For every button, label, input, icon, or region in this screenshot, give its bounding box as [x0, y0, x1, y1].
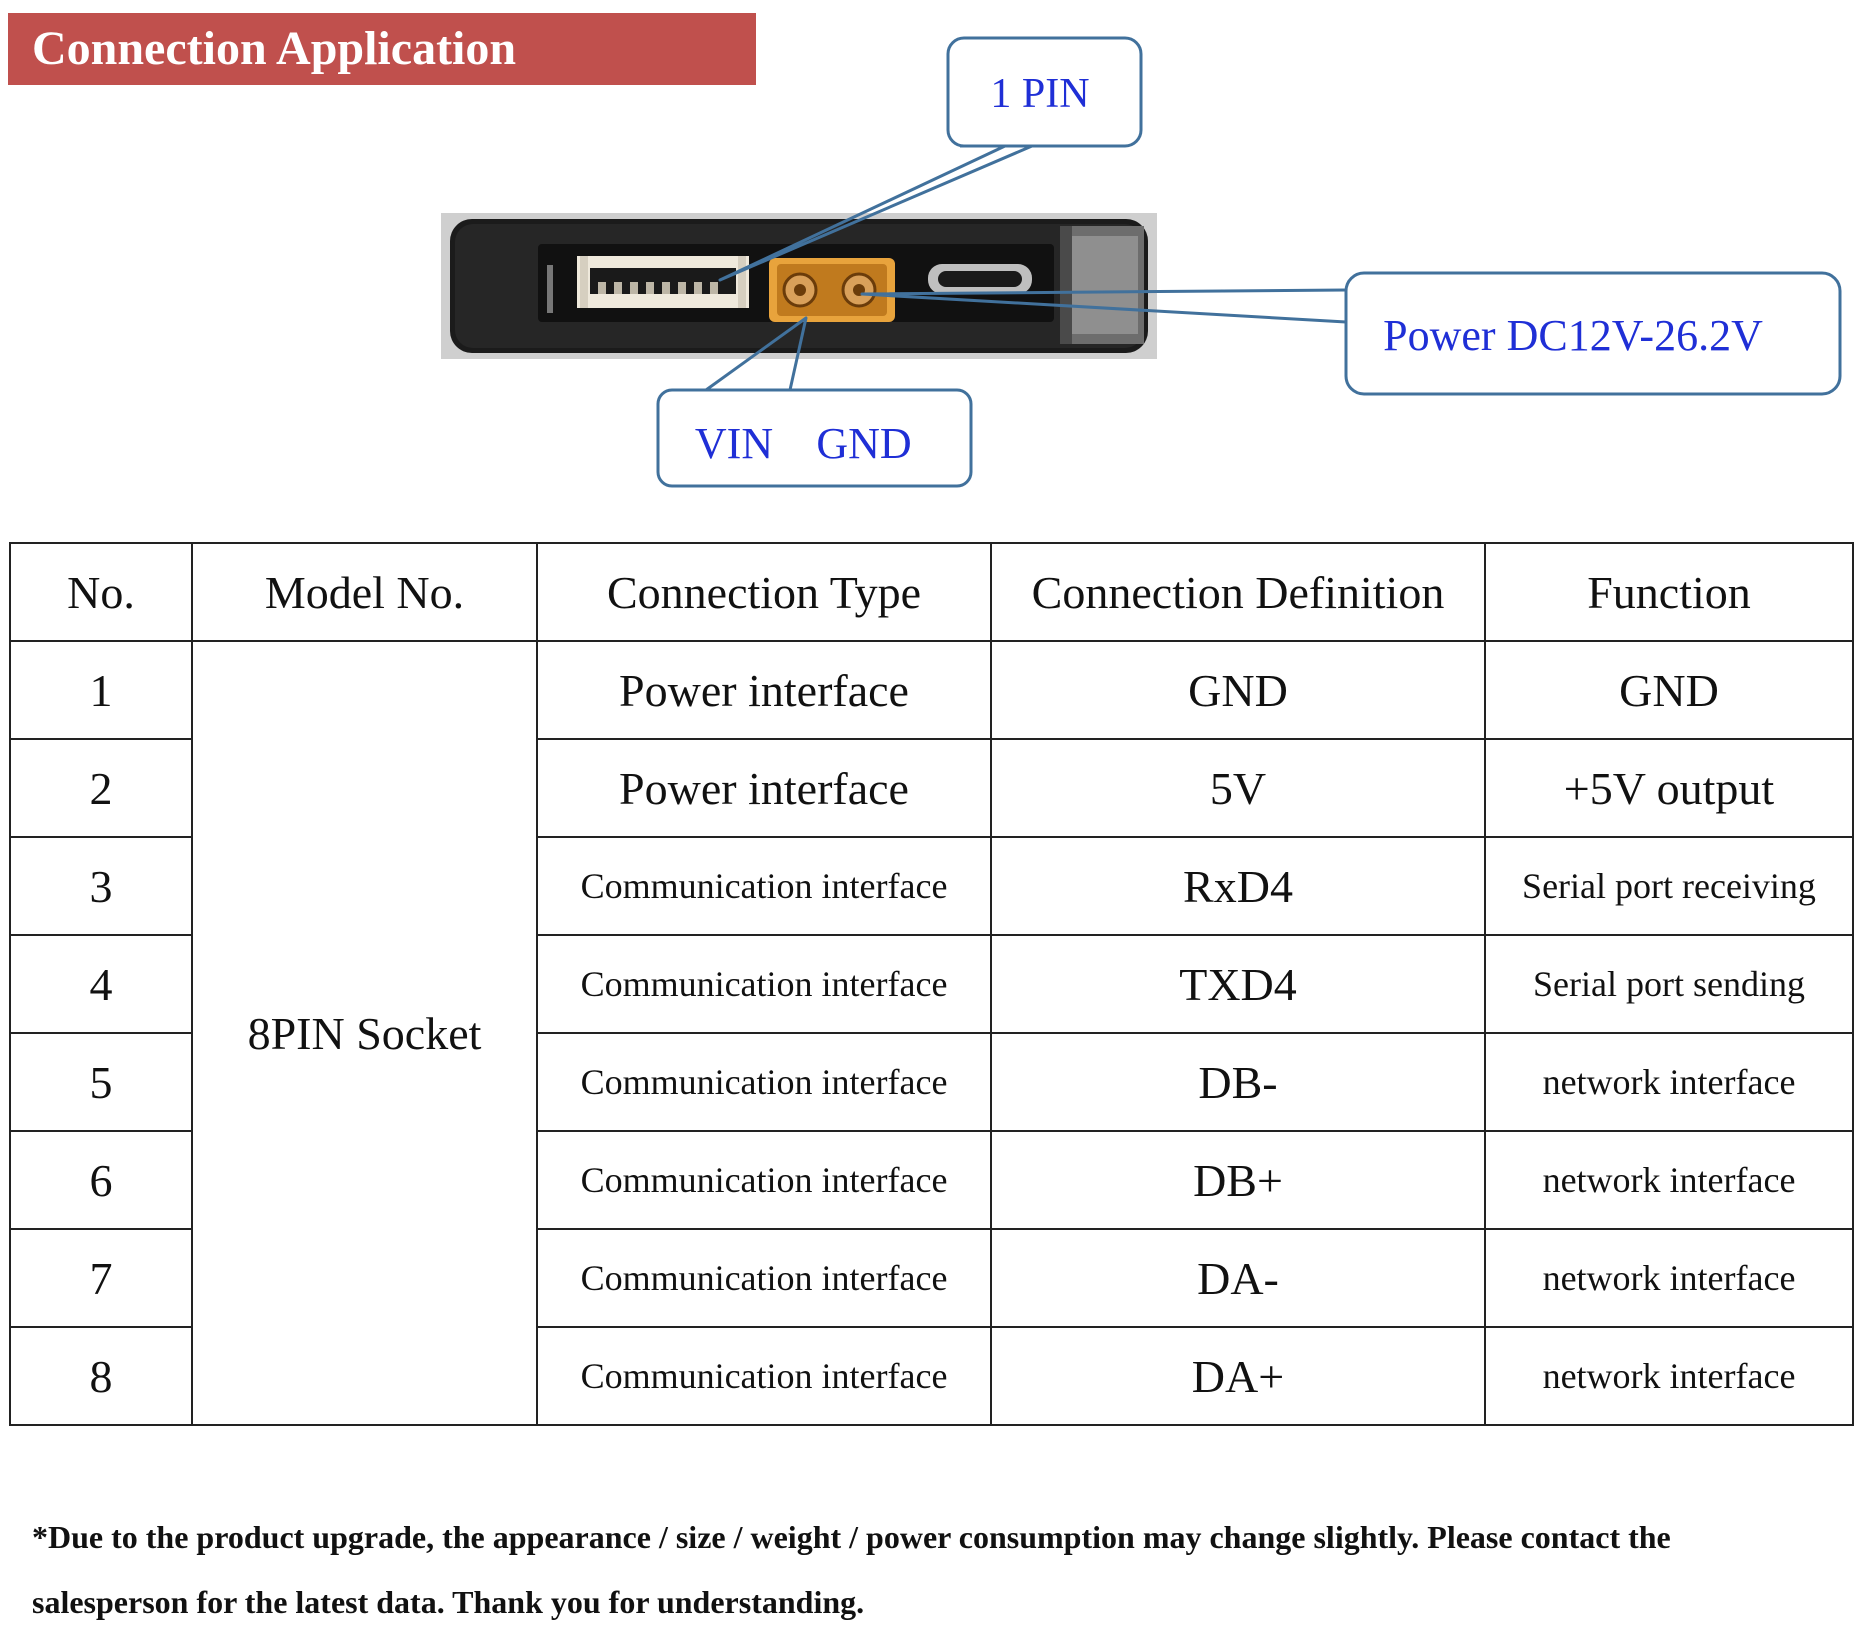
cell-connection-definition: 5V	[990, 738, 1486, 838]
cell-function: network interface	[1484, 1130, 1854, 1230]
header-no: No.	[9, 542, 193, 642]
table-row: 3 Communication interface RxD4 Serial po…	[9, 836, 1854, 936]
micro-usb-port	[928, 264, 1032, 294]
cell-connection-type: Communication interface	[536, 934, 992, 1034]
cell-connection-type: Communication interface	[536, 1228, 992, 1328]
cell-function: network interface	[1484, 1032, 1854, 1132]
callout-vin-gnd: VIN GND	[656, 316, 973, 488]
header-connection-type: Connection Type	[536, 542, 992, 642]
cell-connection-definition: TXD4	[990, 934, 1486, 1034]
xt30-power-connector	[769, 258, 895, 322]
cell-connection-definition: DA-	[990, 1228, 1486, 1328]
callout-label-gnd: GND	[816, 419, 911, 468]
cell-connection-definition: DB-	[990, 1032, 1486, 1132]
table-row: 1 8PIN Socket Power interface GND GND	[9, 640, 1854, 1426]
callout-1-pin: 1 PIN	[718, 36, 1143, 282]
cell-no: 3	[9, 836, 193, 936]
cell-connection-definition: RxD4	[990, 836, 1486, 936]
section-title: Connection Application	[8, 13, 756, 85]
cell-function: network interface	[1484, 1228, 1854, 1328]
cell-connection-type: Communication interface	[536, 1130, 992, 1230]
cell-connection-definition: DB+	[990, 1130, 1486, 1230]
cell-no: 8	[9, 1326, 193, 1426]
callout-power: Power DC12V-26.2V	[860, 271, 1842, 396]
cell-connection-type: Power interface	[536, 640, 992, 740]
cell-no: 6	[9, 1130, 193, 1230]
cell-function: network interface	[1484, 1326, 1854, 1426]
cell-model-no: 8PIN Socket	[191, 640, 538, 1426]
cell-no: 4	[9, 934, 193, 1034]
cell-no: 1	[9, 640, 193, 740]
jst-8pin-socket	[577, 256, 749, 308]
cell-function: GND	[1484, 640, 1854, 740]
cell-no: 5	[9, 1032, 193, 1132]
cell-connection-type: Communication interface	[536, 1032, 992, 1132]
cell-no: 7	[9, 1228, 193, 1328]
header-function: Function	[1484, 542, 1854, 642]
cell-connection-type: Power interface	[536, 738, 992, 838]
callout-label-vin: VIN	[695, 419, 773, 468]
cell-function: Serial port sending	[1484, 934, 1854, 1034]
table-row: 4 Communication interface TXD4 Serial po…	[9, 934, 1854, 1034]
header-model-no: Model No.	[191, 542, 538, 642]
table-row: 8 Communication interface DA+ network in…	[9, 1326, 1854, 1426]
table-row: 6 Communication interface DB+ network in…	[9, 1130, 1854, 1230]
cell-function: +5V output	[1484, 738, 1854, 838]
cell-connection-definition: DA+	[990, 1326, 1486, 1426]
callout-label-power: Power DC12V-26.2V	[1383, 311, 1763, 360]
disclaimer-note: *Due to the product upgrade, the appeara…	[32, 1505, 1832, 1635]
table-row: 5 Communication interface DB- network in…	[9, 1032, 1854, 1132]
connection-diagram: 1 PIN Power DC12V-26.2V VIN GND	[441, 36, 1842, 488]
pin-definition-table: No. Model No. Connection Type Connection…	[9, 542, 1854, 1426]
cell-connection-definition: GND	[990, 640, 1486, 740]
cell-no: 2	[9, 738, 193, 838]
callout-label-1-pin: 1 PIN	[990, 71, 1089, 117]
table-header-row: No. Model No. Connection Type Connection…	[9, 542, 1854, 642]
cell-connection-type: Communication interface	[536, 1326, 992, 1426]
cell-connection-type: Communication interface	[536, 836, 992, 936]
header-connection-definition: Connection Definition	[990, 542, 1486, 642]
disclaimer-line-1: *Due to the product upgrade, the appeara…	[32, 1519, 1671, 1555]
table-row: 2 Power interface 5V +5V output	[9, 738, 1854, 838]
cell-function: Serial port receiving	[1484, 836, 1854, 936]
disclaimer-line-2: salesperson for the latest data. Thank y…	[32, 1584, 865, 1620]
table-row: 7 Communication interface DA- network in…	[9, 1228, 1854, 1328]
